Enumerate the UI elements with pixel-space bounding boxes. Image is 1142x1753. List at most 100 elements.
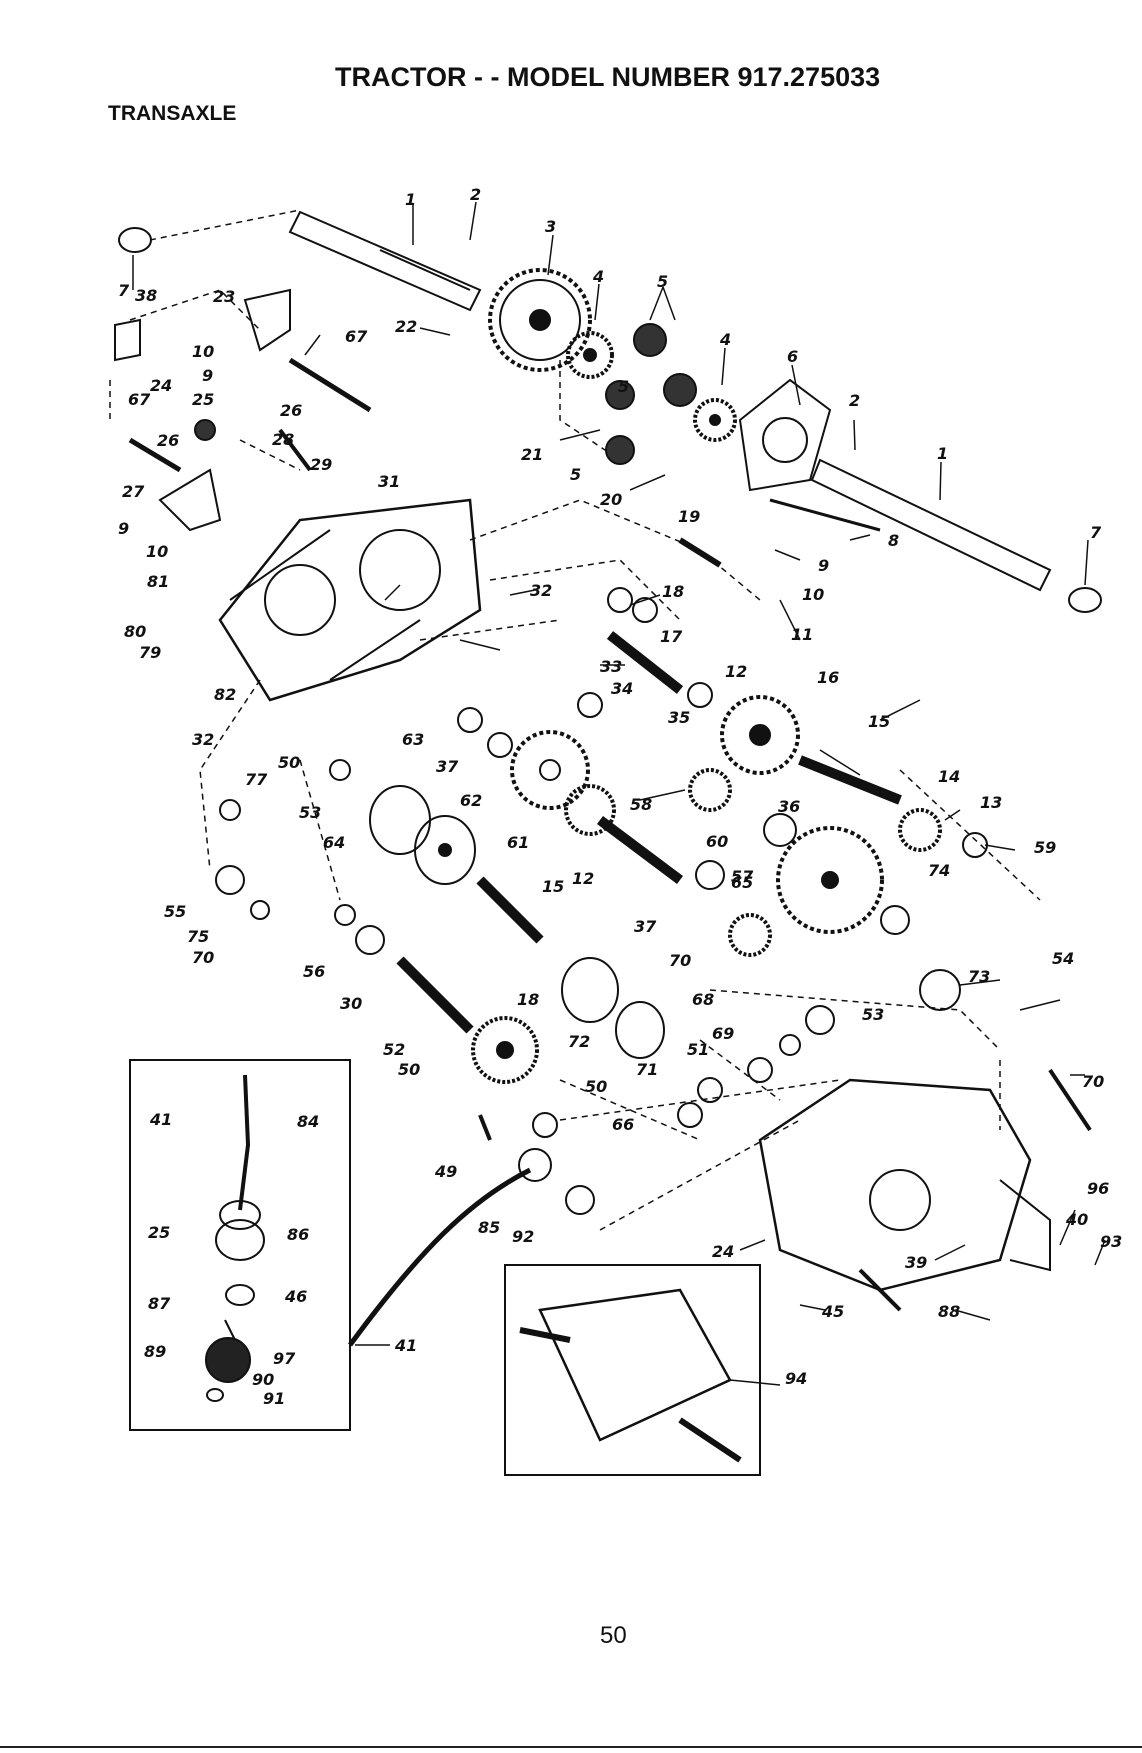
- callout-label: 26: [157, 431, 179, 450]
- callout-label: 1: [405, 190, 416, 209]
- callout-label: 10: [146, 542, 168, 561]
- callout-label: 10: [192, 342, 214, 361]
- callout-label: 5: [618, 377, 629, 396]
- housing-lower-39: [758, 1078, 1051, 1292]
- callout-label: 7: [118, 281, 130, 300]
- shift-knob-92: [518, 1148, 595, 1215]
- callout-label: 58: [630, 795, 652, 814]
- callout-label: 81: [147, 572, 169, 591]
- callout-label: 79: [139, 643, 161, 662]
- callout-label: 97: [273, 1349, 296, 1368]
- callout-label: 31: [378, 472, 400, 491]
- callout-label: 72: [568, 1032, 590, 1051]
- large-gear-3: [488, 268, 592, 372]
- callout-label: 21: [521, 445, 543, 464]
- leader-lines: [132, 201, 1106, 1386]
- callout-label: 37: [634, 917, 657, 936]
- shaft-72: [396, 956, 474, 1034]
- callout-label: 62: [460, 791, 482, 810]
- callout-label: 32: [530, 581, 552, 600]
- callout-label: 40: [1065, 1210, 1088, 1229]
- callout-label: 51: [687, 1040, 709, 1059]
- callout-label: 28: [272, 430, 294, 449]
- callout-label: 86: [287, 1225, 309, 1244]
- shift-cable-97: [347, 1167, 532, 1347]
- callout-label: 32: [192, 730, 214, 749]
- callout-label: 12: [572, 869, 594, 888]
- callout-label: 93: [1100, 1232, 1122, 1251]
- callout-label: 9: [118, 519, 129, 538]
- callout-label: 53: [299, 803, 321, 822]
- callout-label: 66: [612, 1115, 634, 1134]
- flange-cap-right: [1068, 587, 1102, 613]
- callout-label: 92: [512, 1227, 534, 1246]
- bolt-8: [769, 498, 881, 532]
- callout-label: 23: [213, 287, 235, 306]
- callout-label: 77: [245, 770, 268, 789]
- callout-label: 55: [164, 902, 186, 921]
- callout-label: 71: [636, 1060, 658, 1079]
- shift-rod-26b: [128, 437, 182, 473]
- callout-label: 4: [592, 267, 604, 286]
- shift-fork-27: [158, 468, 222, 532]
- callout-label: 18: [662, 582, 684, 601]
- callout-label: 69: [712, 1024, 734, 1043]
- callout-label: 73: [968, 967, 990, 986]
- pinion-gear-4: [566, 331, 614, 379]
- callout-label: 49: [434, 1162, 457, 1181]
- callout-label: 60: [706, 832, 728, 851]
- bolt-41a: [1048, 1068, 1092, 1132]
- callout-label: 10: [802, 585, 824, 604]
- callout-label: 52: [383, 1040, 405, 1059]
- callout-label: 41: [394, 1336, 417, 1355]
- callout-label: 15: [868, 712, 890, 731]
- pin-19: [678, 537, 722, 568]
- pinion-gear-4b: [693, 398, 737, 442]
- callout-label: 37: [436, 757, 459, 776]
- callout-label: 80: [124, 622, 146, 641]
- assembled-transaxle-98: [519, 1288, 742, 1463]
- pin-28: [278, 428, 312, 472]
- callout-label: 84: [297, 1112, 319, 1131]
- callout-label: 67: [128, 390, 151, 409]
- callout-label: 5: [657, 272, 668, 291]
- callout-label: 2: [470, 185, 481, 204]
- flange-cap-left: [118, 227, 152, 253]
- callout-label: 82: [214, 685, 236, 704]
- axle-shaft-left: [288, 210, 482, 312]
- callout-label: 88: [938, 1302, 960, 1321]
- callout-label: 91: [263, 1389, 285, 1408]
- callout-label: 26: [280, 401, 302, 420]
- callout-label: 39: [905, 1253, 927, 1272]
- callout-label: 9: [202, 366, 213, 385]
- shift-lever-assembly: [205, 1074, 265, 1402]
- callout-label: 2: [849, 391, 860, 410]
- bolt-41b: [858, 1268, 902, 1312]
- callout-label: 3: [545, 217, 556, 236]
- callout-label: 7: [1090, 523, 1102, 542]
- gear-13: [898, 808, 942, 852]
- callout-label: 70: [1082, 1072, 1104, 1091]
- callout-label: 25: [192, 390, 214, 409]
- axle-shaft-right: [810, 458, 1052, 592]
- assembled-transaxle-inset-box: [504, 1264, 761, 1476]
- shaft-59: [476, 876, 544, 944]
- housing-upper-31: [218, 498, 482, 702]
- callout-label: 9: [818, 556, 829, 575]
- callout-label: 34: [611, 679, 633, 698]
- callout-label: 29: [310, 455, 332, 474]
- callout-label: 54: [1052, 949, 1074, 968]
- callout-label: 64: [323, 833, 345, 852]
- gear-55: [776, 826, 884, 934]
- callout-label: 57: [731, 867, 754, 886]
- callout-label: 87: [148, 1294, 171, 1313]
- shaft-57: [597, 816, 683, 884]
- callout-label: 20: [600, 490, 622, 509]
- callout-label: 89: [144, 1342, 166, 1361]
- bracket-38: [114, 318, 141, 362]
- callout-labels: 1 2 3 4 5 4 6 2 1 7 38 23 22 67 10 9 24 …: [118, 185, 1122, 1408]
- callout-label: 56: [303, 962, 325, 981]
- callout-label: 5: [570, 465, 581, 484]
- section-title: TRANSAXLE: [108, 102, 237, 125]
